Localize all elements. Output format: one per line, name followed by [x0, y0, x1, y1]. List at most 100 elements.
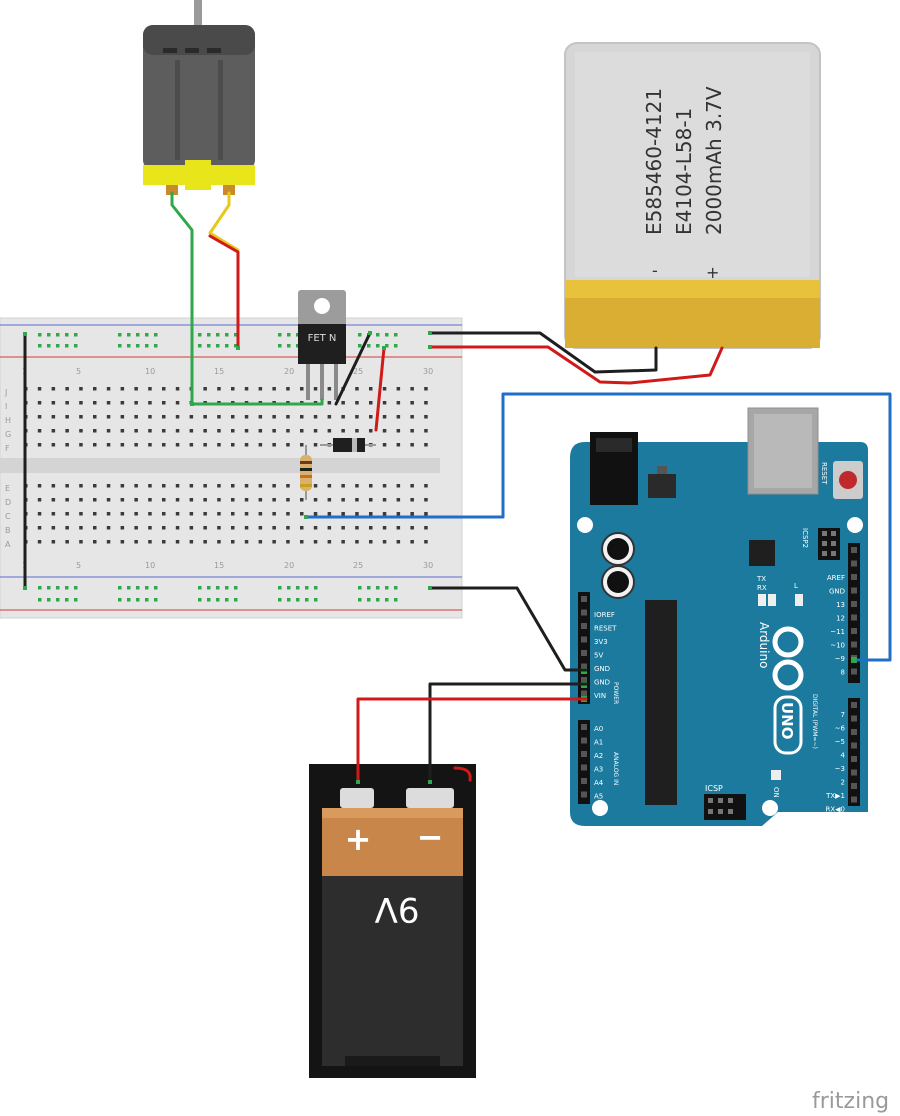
- row-letter-F: F: [5, 444, 10, 453]
- reset-label: RESET: [820, 462, 828, 485]
- power-pin-label: GND: [594, 665, 610, 673]
- column-number-30-bottom: 30: [423, 561, 433, 570]
- wire-diode-red: [374, 346, 386, 432]
- n-channel-mosfet: FET N: [298, 290, 346, 400]
- row-letter-B: B: [5, 526, 11, 535]
- analog-pin-label: A1: [594, 739, 603, 747]
- analog-pin-label: A3: [594, 766, 603, 774]
- mosfet-label: FET N: [308, 333, 337, 344]
- analog-pin-label: A0: [594, 725, 603, 733]
- tx-label: TX: [756, 575, 766, 583]
- battery-copper-top: [322, 808, 463, 876]
- mosfet-body: [298, 324, 346, 364]
- icsp-label: ICSP: [705, 784, 723, 793]
- digital-pin-label: 2: [841, 779, 845, 787]
- row-letter-G: G: [5, 430, 11, 439]
- row-letter-C: C: [5, 512, 11, 521]
- wire-mosfet-gnd: [334, 331, 372, 406]
- digital-pin-label: AREF: [827, 574, 845, 582]
- lipo-label-line2: E4104-L58-1: [672, 108, 696, 235]
- row-letter-D: D: [5, 498, 11, 507]
- digital-pin-label: ~3: [835, 765, 845, 773]
- row-letter-H: H: [5, 416, 11, 425]
- wire-motor-red: [208, 234, 240, 350]
- row-letter-A: A: [5, 540, 11, 549]
- column-number-15: 15: [214, 367, 224, 376]
- wire-9v-clip: [453, 766, 472, 782]
- digital-pin-label: RX◀0: [826, 806, 846, 814]
- column-number-25: 25: [353, 367, 363, 376]
- arduino-board: [570, 442, 868, 826]
- battery-voltage-label: 9V: [375, 889, 420, 929]
- analog-pin-label: A2: [594, 752, 603, 760]
- column-number-5: 5: [76, 367, 81, 376]
- connected-holes: [23, 331, 432, 784]
- digital-pin-label: ~5: [835, 738, 845, 746]
- digital-pin-label: 12: [836, 615, 845, 623]
- resistor: [300, 445, 312, 500]
- digital-pin-label: ~11: [830, 628, 845, 636]
- breadboard: J I H G F E D C B A 1 5 10 15 20 25 30 1…: [0, 317, 463, 619]
- row-letter-J: J: [4, 388, 7, 397]
- arduino-brand-label: Arduino: [757, 622, 771, 668]
- wire-9v-red: [356, 697, 588, 784]
- analog-pin-label: A5: [594, 793, 603, 801]
- arduino-headers: IOREFRESET3V35VGNDGNDVINA0A1A2A3A4A5AREF…: [578, 543, 860, 814]
- digital-pin-label: 7: [841, 711, 845, 719]
- power-pin-label: IOREF: [594, 611, 615, 619]
- lipo-plus-label: +: [706, 263, 719, 282]
- battery-plus-label: +: [345, 820, 372, 858]
- column-number-30: 30: [423, 367, 433, 376]
- analog-header-label: ANALOG IN: [612, 752, 619, 785]
- digital-pin-label: ~9: [835, 655, 845, 663]
- wires: [23, 191, 892, 784]
- power-pin-label: 5V: [594, 652, 603, 660]
- nine-volt-battery: + − 9V: [309, 764, 476, 1078]
- lipo-battery: E585460-4121 E4104-L58-1 2000mAh 3.7V - …: [564, 42, 821, 349]
- on-led-label: ON: [772, 787, 780, 798]
- atmega-chip: [645, 600, 677, 805]
- lipo-label-line1: E585460-4121: [642, 88, 666, 235]
- power-pin-label: GND: [594, 679, 610, 687]
- breadboard-channel: [0, 458, 440, 473]
- battery-body: [322, 876, 463, 1066]
- diode: [320, 438, 376, 452]
- digital-pin-label: TX▶1: [825, 792, 845, 800]
- wire-signal-blue: [304, 392, 892, 662]
- column-number-25-bottom: 25: [353, 561, 363, 570]
- digital-pin-label: 13: [836, 601, 845, 609]
- column-number-5-bottom: 5: [76, 561, 81, 570]
- battery-minus-label: −: [417, 818, 444, 856]
- digital-pin-label: GND: [829, 588, 845, 596]
- lipo-minus-label: -: [652, 261, 658, 280]
- power-pin-label: RESET: [594, 625, 617, 633]
- row-letter-E: E: [5, 484, 10, 493]
- fritzing-watermark: fritzing: [812, 1089, 889, 1114]
- icsp2-label: ICSP2: [801, 528, 809, 548]
- digital-header-label: DIGITAL (PWM=~): [811, 694, 818, 749]
- lipo-label-line3: 2000mAh 3.7V: [702, 86, 726, 235]
- digital-pin-label: 4: [841, 752, 846, 760]
- column-number-20: 20: [284, 367, 294, 376]
- wire-ground-arduino: [428, 586, 588, 672]
- motor-body: [143, 25, 255, 170]
- digital-pin-label: 8: [841, 669, 845, 677]
- wire-lipo-red: [428, 345, 724, 385]
- arduino-model-label: UNO: [778, 702, 796, 740]
- wire-9v-black: [428, 682, 588, 784]
- column-number-15-bottom: 15: [214, 561, 224, 570]
- wire-motor-green: [170, 191, 324, 406]
- row-letter-I: I: [5, 402, 7, 411]
- digital-pin-label: ~6: [835, 725, 846, 733]
- wire-lipo-black: [428, 331, 658, 374]
- column-number-20-bottom: 20: [284, 561, 294, 570]
- power-pin-label: 3V3: [594, 638, 608, 646]
- arduino-uno: RESET ICSP2 TX RX L ON Arduino UNO: [570, 407, 868, 826]
- column-number-10-bottom: 10: [145, 561, 155, 570]
- power-header-label: POWER: [612, 682, 619, 704]
- digital-pin-label: ~10: [830, 642, 845, 650]
- column-number-10: 10: [145, 367, 155, 376]
- dc-motor: [143, 0, 255, 195]
- l-led-label: L: [794, 582, 798, 590]
